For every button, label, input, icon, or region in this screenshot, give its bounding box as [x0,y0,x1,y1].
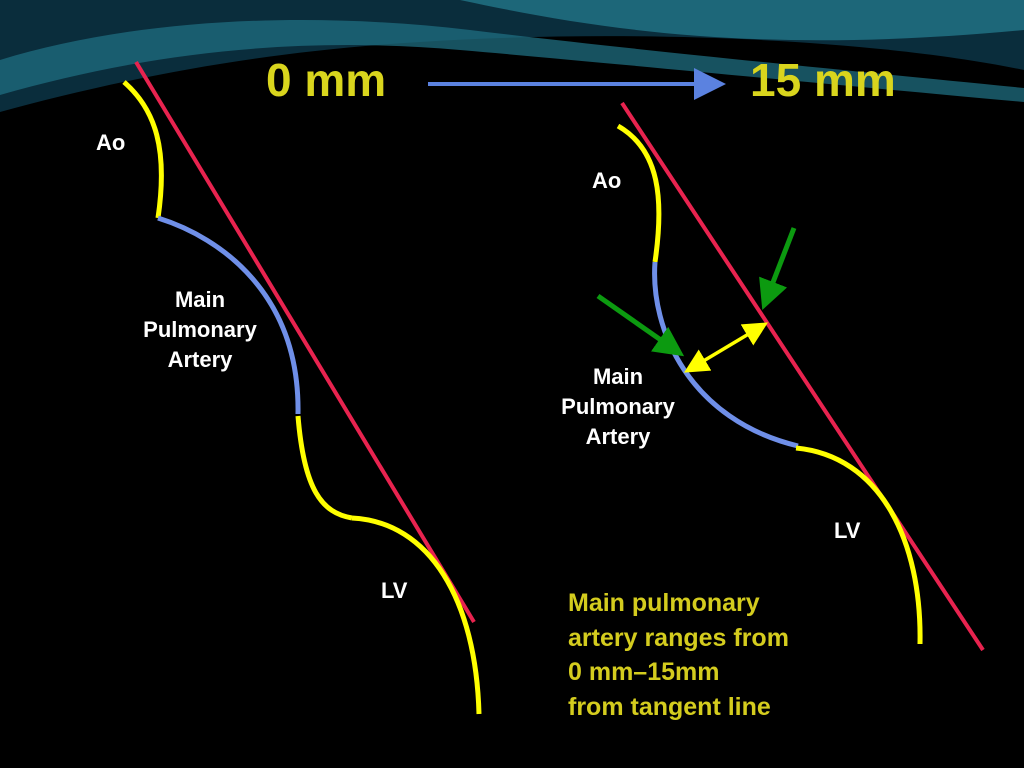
right-aorta-label: Ao [592,168,622,193]
note-line-1: Main pulmonary [568,589,760,617]
right-pa-label: Main Pulmonary Artery [548,362,688,452]
left-pulmonary-curve [157,215,301,415]
note-line-3: 0 mm–15mm [568,658,720,686]
left-aorta-label: Ao [96,130,126,155]
right-tangent-line [620,101,985,652]
left-panel-curves [122,60,482,715]
left-tangent-line [134,60,476,624]
right-aorta-curve [616,123,662,263]
banner-wave-light [460,0,1024,41]
banner-wave-teal [0,20,1024,102]
right-ventricle-curve [795,445,923,645]
pointer-arrow-tangent [759,227,797,310]
right-pa-label-line-2: Pulmonary [561,394,675,419]
right-panel-curves [596,101,985,652]
right-pa-label-line-1: Main [592,364,644,389]
right-pa-label-line-3: Artery [585,424,651,449]
heading-to: 15 mm [750,54,896,106]
left-ventricle-curve-upper [295,415,353,521]
heading-from: 0 mm [266,54,387,106]
left-pa-label-line-2: Pulmonary [143,317,257,342]
left-lv-label: LV [381,578,408,603]
explanatory-note: Main pulmonary artery ranges from 0 mm–1… [568,586,789,724]
left-pa-label: Main Pulmonary Artery [130,285,270,375]
note-line-4: from tangent line [568,692,771,721]
left-pa-label-line-3: Artery [167,347,233,372]
left-aorta-curve [122,80,164,219]
pointer-arrow-vessel [596,293,685,357]
banner-waves [0,0,1024,112]
right-lv-label: LV [834,518,861,543]
left-ventricle-curve-lower [351,515,482,715]
distance-arrow [683,322,769,373]
note-line-2: artery ranges from [568,623,789,652]
left-pa-label-line-1: Main [174,287,226,312]
